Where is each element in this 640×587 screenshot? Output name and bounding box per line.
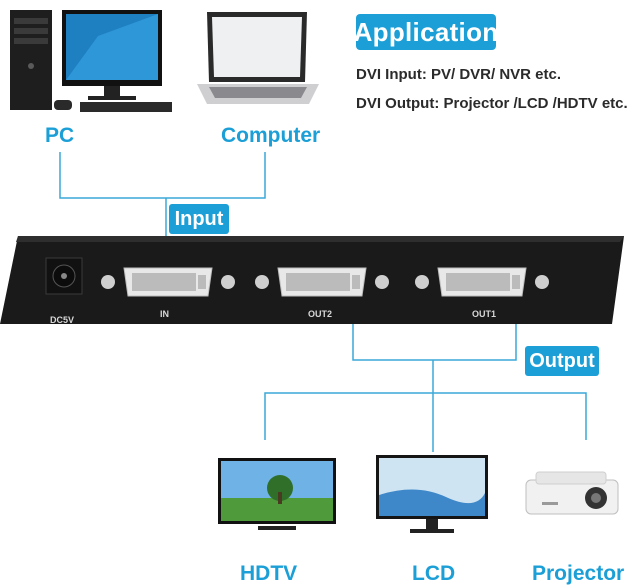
pc-label: PC: [45, 124, 75, 147]
hdtv-icon: [218, 458, 336, 530]
dvi-splitter-device: [0, 236, 624, 324]
hdtv-label: HDTV: [240, 562, 298, 585]
projector-icon: [525, 471, 619, 515]
computer-label: Computer: [221, 124, 321, 147]
projector-label: Projector: [532, 562, 625, 585]
output-tag: Output: [525, 346, 599, 376]
in-dvi-port: [101, 267, 235, 297]
in-port-label: IN: [160, 309, 169, 319]
dc5v-label: DC5V: [50, 315, 75, 325]
lcd-icon: [376, 455, 488, 533]
application-badge: Application: [354, 14, 498, 50]
pc-icon: [10, 10, 172, 112]
out1-port-label: OUT1: [472, 309, 497, 319]
laptop-icon: [197, 12, 319, 104]
output-application-text: DVI Output: Projector /LCD /HDTV etc.: [356, 95, 628, 112]
out1-dvi-port: [415, 267, 549, 297]
out2-port-label: OUT2: [308, 309, 333, 319]
lcd-label: LCD: [412, 562, 456, 585]
out2-dvi-port: [255, 267, 389, 297]
input-application-text: DVI Input: PV/ DVR/ NVR etc.: [356, 66, 562, 83]
input-tag: Input: [169, 204, 229, 234]
